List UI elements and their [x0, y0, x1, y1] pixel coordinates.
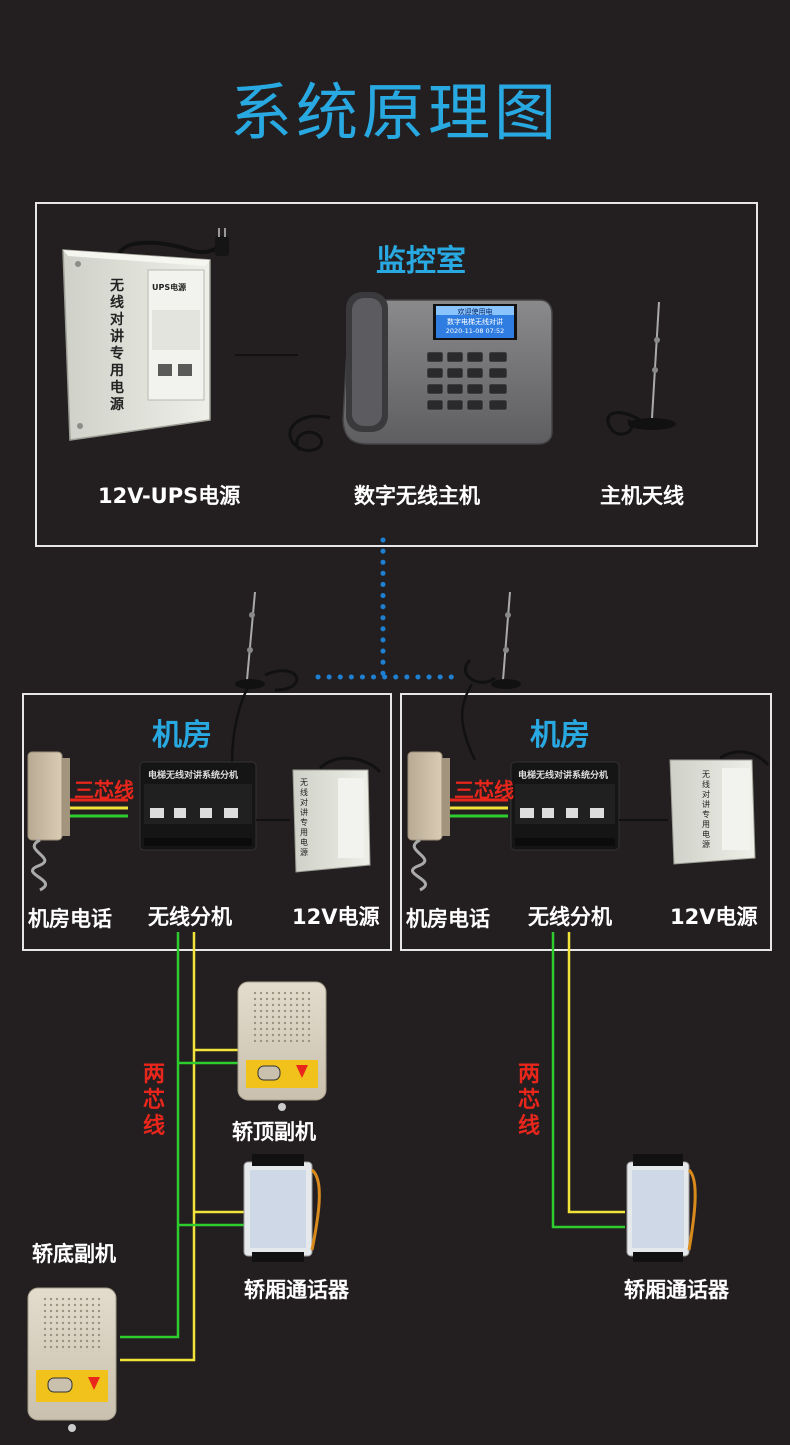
- three-core-label-right: 三芯线: [454, 778, 514, 802]
- ups-device-text: UPS电源: [152, 283, 187, 292]
- power-label-right: 12V电源: [670, 905, 758, 929]
- two-core-label-left: 两芯线: [142, 1062, 165, 1139]
- power-supply-left-icon: [292, 756, 382, 873]
- car-bottom-unit-icon: [27, 1287, 117, 1432]
- machine-phone-label-left: 机房电话: [28, 907, 112, 931]
- machine-room-left-label: 机房: [152, 718, 212, 753]
- ups-device-side-text: 无线对讲专用电源: [110, 278, 124, 413]
- power-device-side-right: 无线对讲专用电源: [702, 770, 710, 849]
- two-core-wiring-left: [120, 932, 244, 1362]
- wireless-unit-label-left: 无线分机: [148, 905, 232, 929]
- host-keypad: [426, 351, 508, 411]
- unit-panel-text-left: 电梯无线对讲系统分机: [148, 771, 239, 781]
- machine-room-phone-left-icon: [27, 751, 70, 892]
- machine-room-phone-right-icon: [407, 751, 450, 892]
- host-screen-line3: 2020-11-08 07:52: [445, 327, 505, 335]
- car-bottom-label: 轿底副机: [32, 1242, 116, 1266]
- diagram-title: 系统原理图: [229, 76, 560, 149]
- car-intercom-right-icon: [626, 1154, 697, 1262]
- two-core-label-right: 两芯线: [517, 1062, 540, 1139]
- monitor-room-box: [35, 202, 758, 547]
- wireless-unit-label-right: 无线分机: [528, 905, 612, 929]
- machine-room-right-label: 机房: [530, 718, 590, 753]
- wireless-unit-left-icon: [139, 761, 257, 851]
- car-top-unit-icon: [237, 981, 327, 1111]
- antenna-label: 主机天线: [600, 484, 684, 508]
- power-supply-right-icon: [669, 750, 770, 865]
- three-core-label-left: 三芯线: [74, 778, 134, 802]
- monitor-room-label: 监控室: [376, 244, 466, 279]
- ups-label: 12V-UPS电源: [98, 484, 241, 508]
- two-core-wiring-right: [551, 932, 625, 1229]
- car-top-label: 轿顶副机: [232, 1120, 316, 1144]
- host-screen-line1: 欢迎使用电: [457, 308, 493, 316]
- machine-antenna-right-icon: [461, 591, 521, 761]
- car-intercom-left-icon: [243, 1154, 321, 1262]
- intercom-label-right: 轿厢通话器: [624, 1278, 729, 1302]
- machine-phone-label-right: 机房电话: [406, 907, 490, 931]
- intercom-label-left: 轿厢通话器: [244, 1278, 349, 1302]
- wireless-unit-right-icon: [510, 761, 620, 851]
- host-label: 数字无线主机: [354, 484, 480, 508]
- unit-panel-text-right: 电梯无线对讲系统分机: [518, 771, 609, 781]
- machine-room-box-left: [22, 693, 392, 951]
- host-screen-line2: 数字电梯无线对讲: [447, 318, 503, 326]
- machine-room-box-right: [400, 693, 772, 951]
- power-label-left: 12V电源: [292, 905, 380, 929]
- host-antenna-icon: [606, 301, 676, 436]
- ups-power-supply-icon: [62, 228, 229, 441]
- three-core-wire-left: [70, 798, 128, 818]
- wireless-link-dotted: [315, 537, 463, 680]
- power-device-side-left: 无线对讲专用电源: [300, 778, 308, 857]
- three-core-wire-right: [450, 798, 508, 818]
- machine-antenna-left-icon: [230, 591, 299, 763]
